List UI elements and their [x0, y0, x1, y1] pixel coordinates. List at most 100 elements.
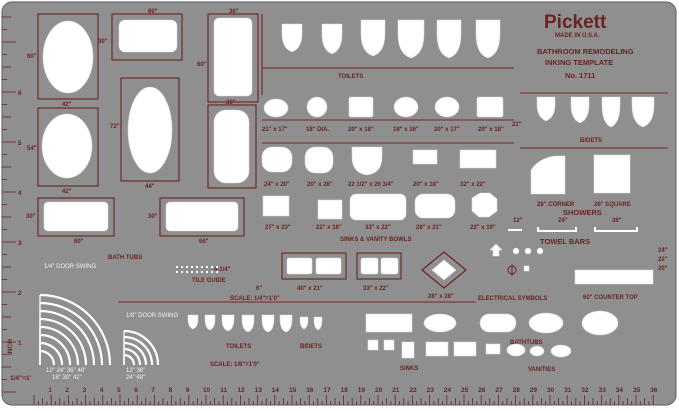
ruler-number: 18	[341, 387, 349, 394]
small-bathtub-cutout	[423, 313, 457, 333]
small-toilet-cutout	[279, 314, 293, 333]
section-electrical: ELECTRICAL SYMBOLS	[478, 296, 547, 302]
small-scale-group: TOILETS BIDETS SCALE: 1/8"=1'0" BATHTUBS…	[187, 310, 619, 373]
ruler-number: 9	[186, 387, 190, 394]
small-sink-cutout	[383, 339, 395, 351]
sink-label: 33" x 22"	[365, 225, 391, 231]
tub-label: 30"	[26, 214, 36, 220]
ruler-number: 29	[530, 387, 538, 394]
door-swing-arc	[123, 329, 160, 366]
door-size-label: 24" 48"	[126, 375, 145, 381]
door-swing-arc	[39, 325, 80, 366]
tub-label: 54"	[27, 146, 37, 152]
ruler-number: 24	[444, 387, 452, 394]
sink-label: 27" x 23"	[265, 225, 291, 231]
tile-guide-dot	[176, 266, 178, 268]
shower-square-cutout	[593, 154, 631, 194]
sink-label: 22" x 19"	[470, 225, 496, 231]
door-swing-eighth-label: 1/8" DOOR SWING	[126, 313, 178, 319]
tub-label: 60"	[197, 62, 207, 68]
ruler-number: 32	[581, 387, 589, 394]
counter-dim-label: 20"	[658, 266, 668, 272]
showers-group: 28" CORNER 26" SQUARE SHOWERS	[520, 147, 668, 217]
tile-guide-dot	[186, 271, 188, 273]
tub-label: 60"	[74, 239, 84, 245]
ruler-number: 3	[18, 240, 22, 247]
bidet-cutout	[536, 96, 556, 122]
electrical-outlet-symbol	[512, 247, 520, 255]
sink-label: 20" x 18"	[478, 127, 504, 133]
sinks-row-2: 24" x 20" 20" x 26" 22 1/2" x 26 3/4" 20…	[261, 142, 514, 188]
inch-label: INCH	[7, 339, 14, 355]
sink-label: 18" x 16"	[393, 127, 419, 133]
door-swing-arc	[39, 317, 88, 366]
tub-rect-cutout	[118, 19, 178, 53]
ruler-number: 21	[392, 387, 400, 394]
tile-guide-dot	[206, 266, 208, 268]
ruler-number: 28	[513, 387, 521, 394]
tub-label: 60"	[148, 9, 158, 15]
tile-guide-dot	[176, 271, 178, 273]
ruler-number: 22	[409, 387, 417, 394]
ruler-number: 6	[134, 387, 138, 394]
tub-oval-cutout	[41, 113, 93, 179]
sink-cutout	[349, 193, 407, 221]
ruler-number: 6	[18, 90, 22, 97]
small-sink-cutout	[401, 341, 415, 359]
tub-rect-cutout	[165, 201, 239, 232]
tile-guide-dot	[196, 266, 198, 268]
section-tile-guide: TILE GUIDE	[192, 278, 226, 284]
toilet-cutout	[360, 19, 386, 57]
sink-label: 18" DIA.	[306, 127, 330, 133]
towel-bars-group: 12" 24" 36" TOWEL BARS	[508, 218, 638, 246]
ruler-scale-label: 1/4"=1'	[10, 375, 32, 382]
tub-rect-cutout	[213, 109, 250, 184]
tub-oval-cutout	[127, 86, 173, 174]
small-toilet-cutout	[241, 314, 255, 333]
small-toilet-cutout	[187, 314, 199, 330]
door-swing-eighth: 1/8" DOOR SWING 12" 36" 24" 48"	[123, 313, 178, 381]
ruler-number: 4	[100, 387, 104, 394]
small-bidet-cutout	[299, 316, 309, 330]
sink-cutout	[471, 192, 498, 218]
door-swing-arc	[39, 293, 112, 366]
small-sink-cutout	[367, 339, 379, 351]
sink-label: 22" x 18"	[316, 225, 342, 231]
ruler-number: 7	[151, 387, 155, 394]
door-swing-arc	[123, 341, 148, 366]
small-bathtub-cutout	[365, 313, 413, 333]
section-showers: SHOWERS	[563, 208, 602, 217]
sink-cutout	[412, 149, 438, 165]
sink-label: 33" x 22"	[363, 286, 389, 292]
tub-frame	[37, 107, 99, 187]
sink-cutout	[459, 149, 497, 169]
ruler-number: 31	[564, 387, 572, 394]
sink-cutout	[476, 96, 504, 118]
towel-label: 24"	[558, 218, 568, 224]
sink-cutout	[261, 146, 293, 173]
sink-label: 22 1/2" x 26 3/4"	[348, 182, 394, 188]
sinks-row-3: 27" x 23" 22" x 18" 33" x 22" 28" x 21" …	[262, 192, 498, 243]
shower-label: 26" SQUARE	[594, 202, 631, 208]
section-bath-tubs: BATH TUBS	[108, 255, 142, 261]
small-vanity-cutout	[506, 343, 526, 357]
tub-frame	[120, 77, 180, 182]
tub-frame	[207, 13, 259, 103]
door-size-label: 18" 30" 42"	[52, 375, 82, 381]
small-bathtub-cutout	[581, 310, 619, 336]
sink-cutout	[351, 146, 383, 176]
door-swing-arc	[123, 347, 142, 366]
diamond-sink-frame	[421, 251, 467, 289]
electrical-group: ELECTRICAL SYMBOLS	[478, 243, 547, 302]
small-sink-cutout	[453, 341, 477, 357]
tile-guide-dot	[186, 266, 188, 268]
toilets-group: TOILETS	[261, 14, 514, 95]
ruler-number: 15	[289, 387, 297, 394]
tile-guide-group: 4-1/4" TILE GUIDE 6"	[176, 266, 262, 292]
scale-eighth-label: SCALE: 1/8"=1'0"	[210, 362, 260, 368]
vanity-frame	[356, 252, 402, 280]
tub-label: 66"	[199, 239, 209, 245]
tub-frame	[159, 197, 245, 237]
ruler-number: 5	[18, 140, 22, 147]
